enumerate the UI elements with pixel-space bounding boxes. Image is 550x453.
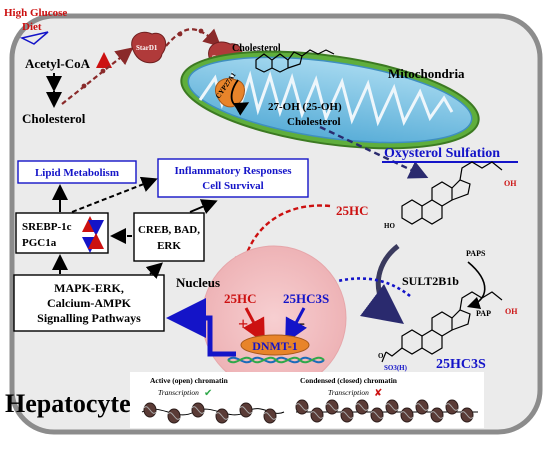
hc25-outside-label: 25HC <box>336 203 369 218</box>
srebp-label: SREBP-1c <box>22 221 72 233</box>
dnmt1-enzyme <box>240 334 310 356</box>
nucleosome-closed-10-dna-wrap <box>445 403 459 411</box>
transcription-condensed-label: Transcription <box>328 388 369 397</box>
dna-helix <box>227 356 325 364</box>
nucleus-25hc3s-label: 25HC3S <box>283 291 329 306</box>
nucleosome-open-4-dna-wrap <box>239 406 253 414</box>
check-icon: ✔ <box>204 388 212 399</box>
nucleosome-closed-2-dna-wrap <box>325 403 339 411</box>
creb-label-line1: CREB, BAD, <box>138 224 200 236</box>
hc25s-inhibition-arrow <box>285 307 308 344</box>
creb-box <box>133 212 205 262</box>
nucleosome-open-0-dna-wrap <box>143 406 157 414</box>
nucleosome-open-2-dna-wrap <box>191 406 205 414</box>
nucleosome-closed-11-dna-wrap <box>460 411 474 419</box>
hc25s-outside-label: 25HC3S <box>436 357 486 372</box>
hydroxylation-arrow <box>230 79 250 116</box>
nucleus-title: Nucleus <box>176 275 220 290</box>
nucleosome-open-1-dna-wrap <box>167 412 181 420</box>
transcription-active-label: Transcription <box>158 388 199 397</box>
creb-to-inflammatory-arrow <box>189 199 218 214</box>
oh-bottom-label: OH <box>505 307 518 316</box>
pap-label: PAP <box>476 309 491 318</box>
srebp-to-inflammatory-arrow <box>71 176 158 213</box>
dot-2 <box>100 68 106 74</box>
closed-chromatin-nucleosomes <box>295 399 478 423</box>
oxysterol-structure-top <box>401 161 503 225</box>
stard1-protein-a <box>131 31 167 64</box>
dot-3 <box>177 31 183 37</box>
diet-icon <box>19 31 49 45</box>
nucleus <box>201 245 347 391</box>
dot-4 <box>198 28 204 34</box>
signalling-box <box>13 274 165 332</box>
chromatin-panel <box>130 372 484 428</box>
signalling-label-line2: Calcium-AMPK <box>47 296 132 310</box>
mito-sterol-structure <box>255 49 335 73</box>
sult2b1b-label: SULT2B1b <box>402 274 459 288</box>
nucleosome-closed-0-dna-wrap <box>295 403 309 411</box>
acetyl-coa-label: Acetyl-CoA <box>25 56 91 71</box>
inflammatory-label-line2: Cell Survival <box>202 180 263 192</box>
paps-label: PAPS <box>466 249 486 258</box>
signalling-label-line1: MAPK-ERK, <box>54 281 124 295</box>
dnmt1-label: DNMT-1 <box>252 339 298 353</box>
mitochondrion <box>180 50 480 150</box>
nucleosome-open-3-dna-wrap <box>215 412 229 420</box>
signalling-label-line3: Signalling Pathways <box>37 311 141 325</box>
sult2b1b-reaction-arrow <box>360 244 404 325</box>
cholesterol-top-label: Cholesterol <box>232 43 281 54</box>
signalling-to-creb-arrow <box>145 262 163 279</box>
condensed-chromatin-label: Condensed (closed) chromatin <box>300 376 398 385</box>
o-label: O <box>378 352 384 360</box>
nucleosome-closed-9-dna-wrap <box>430 411 444 419</box>
nucleosome-closed-6-dna-wrap <box>385 403 399 411</box>
hc25-activation-arrow <box>242 307 265 344</box>
nucleosome-closed-3-dna-wrap <box>340 411 354 419</box>
cholesterol-to-stard1-arrow <box>61 47 134 105</box>
paps-to-pap-arrow <box>466 261 486 310</box>
nucleosome-closed-5-dna-wrap <box>370 411 384 419</box>
mito-product-line1: 27-OH (25-OH) <box>268 101 342 113</box>
open-chromatin-nucleosomes <box>141 402 285 424</box>
cyp27a1-enzyme <box>214 78 245 108</box>
dot-1 <box>81 83 87 89</box>
dnmt-to-signalling-arrow <box>166 298 236 357</box>
inflammatory-label-line1: Inflammatory Responses <box>174 165 292 177</box>
nucleus-25hc-label: 25HC <box>224 291 257 306</box>
creb-label-line2: ERK <box>157 240 181 252</box>
nucleosome-closed-7-dna-wrap <box>400 411 414 419</box>
hepatocyte-label: Hepatocyte <box>5 389 131 418</box>
nucleosome-closed-8-dna-wrap <box>415 403 429 411</box>
lipid-metabolism-box <box>17 160 137 184</box>
mito-product-line2: Cholesterol <box>287 116 341 128</box>
lipid-metabolism-label: Lipid Metabolism <box>35 167 119 179</box>
diet-label-line2: Diet <box>22 21 42 33</box>
mitochondria-title: Mitochondria <box>388 66 465 81</box>
nucleosome-closed-1-dna-wrap <box>310 411 324 419</box>
stard1-label-a: StarD1 <box>136 44 158 52</box>
active-chromatin-label: Active (open) chromatin <box>150 376 229 385</box>
so3-label: SO3(H) <box>384 364 408 372</box>
cross-icon: ✘ <box>374 388 382 399</box>
cholesterol-left-label: Cholesterol <box>22 111 86 126</box>
nucleosome-open-5-dna-wrap <box>263 412 277 420</box>
pathway-dot <box>51 93 57 99</box>
oxysterol-structure-bottom <box>381 291 503 363</box>
oxysterol-to-sulfation-arrow <box>319 125 429 179</box>
plus-sign: + <box>238 314 248 334</box>
ho-left-label: HO <box>384 222 395 230</box>
inflammatory-box <box>157 158 309 198</box>
pgc-label: PGC1a <box>22 237 57 249</box>
nucleosome-closed-4-dna-wrap <box>355 403 369 411</box>
diet-label-line1: High Glucose <box>4 7 67 19</box>
sulfation-title: Oxysterol Sulfation <box>384 146 500 161</box>
oh-top-label: OH <box>504 179 517 188</box>
